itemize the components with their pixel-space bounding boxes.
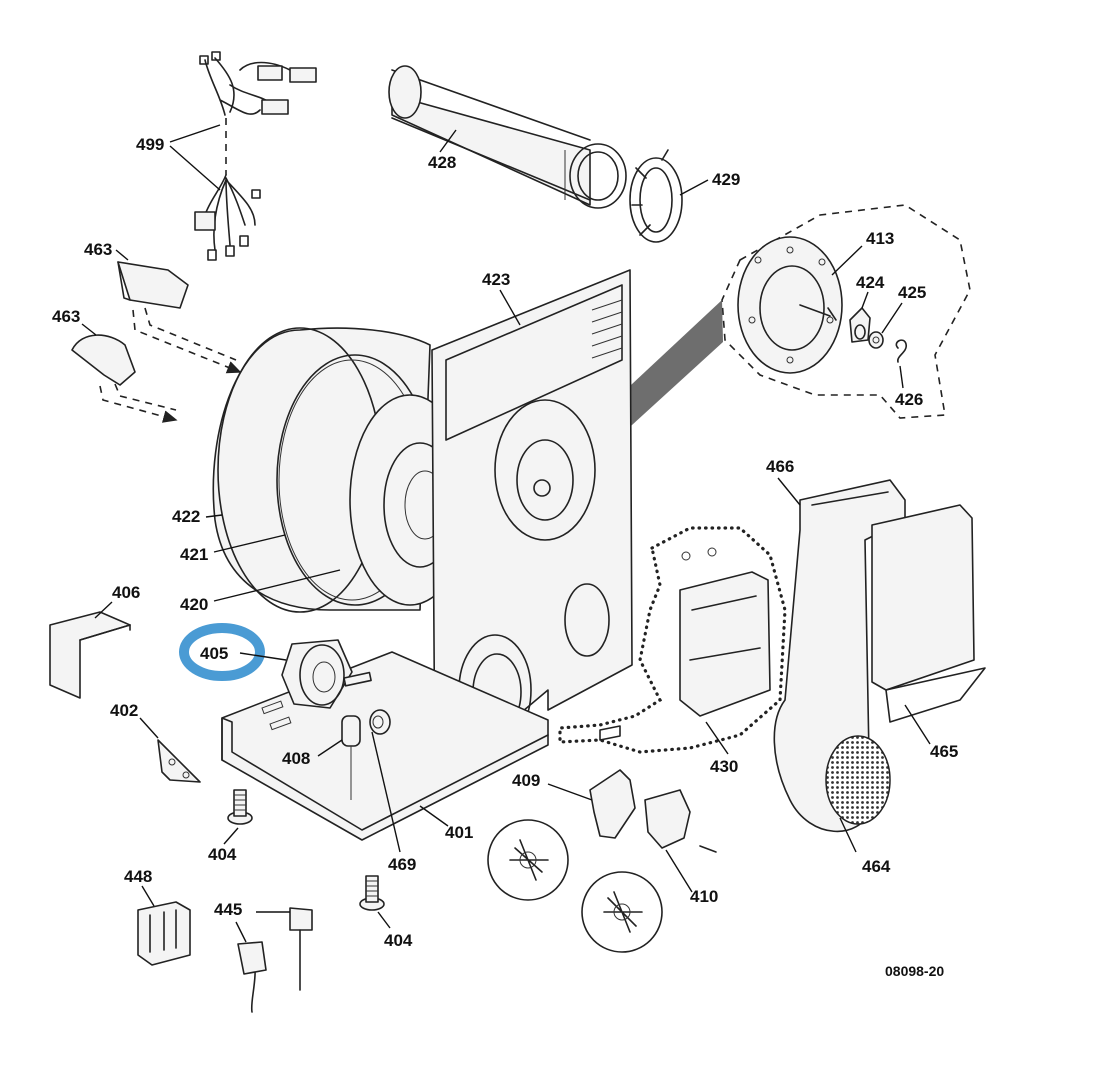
diagram-code: 08098-20 [885,963,944,979]
duct-cover-465[interactable] [871,504,986,723]
part-number-405: 405 [200,644,228,663]
motor-405[interactable] [281,639,372,709]
foot-404-right[interactable] [359,875,385,911]
fan-grille-464[interactable] [825,735,891,825]
terminal-block-448[interactable] [137,901,191,966]
highlight-405: 405 [179,623,287,681]
part-number-499: 499 [136,135,164,154]
clip-426[interactable] [895,339,907,363]
part-number-424: 424 [856,273,885,292]
part-number-404-right: 404 [384,931,413,950]
part-number-401: 401 [445,823,473,842]
cover-406[interactable] [49,611,131,699]
part-number-421: 421 [180,545,208,564]
part-number-464: 464 [862,857,891,876]
part-number-426: 426 [895,390,923,409]
part-number-466: 466 [766,457,794,476]
part-number-423: 423 [482,270,510,289]
power-cord-445[interactable] [237,907,313,1013]
foot-404-left[interactable] [227,789,253,825]
part-number-404-left: 404 [208,845,237,864]
part-number-420: 420 [180,595,208,614]
part-number-410: 410 [690,887,718,906]
bearing-424[interactable] [849,307,871,343]
part-number-463-upper: 463 [84,240,112,259]
heater-bracket-430[interactable] [599,547,771,741]
part-number-448: 448 [124,867,152,886]
bracket-402[interactable] [157,739,201,783]
bearing-plate-413[interactable] [737,236,843,374]
part-number-409: 409 [512,771,540,790]
part-number-408: 408 [282,749,310,768]
part-number-413: 413 [866,229,894,248]
part-number-430: 430 [710,757,738,776]
bracket-463-lower[interactable] [71,334,136,386]
capacitor-408[interactable] [341,715,361,800]
clamp-ring-429[interactable] [629,149,683,243]
label-499: 499 [136,124,221,191]
part-number-463-lower: 463 [52,307,80,326]
pulley-469[interactable] [369,709,391,735]
part-number-465: 465 [930,742,958,761]
bracket-463-upper[interactable] [117,261,189,309]
part-number-425: 425 [898,283,926,302]
part-number-445: 445 [214,900,242,919]
part-number-402: 402 [110,701,138,720]
wheel-410[interactable] [581,789,717,953]
part-number-429: 429 [712,170,740,189]
wiring-harness-499[interactable] [194,51,317,261]
nut-425[interactable] [868,331,884,349]
duct-tube-428[interactable] [388,65,627,209]
part-number-406: 406 [112,583,140,602]
part-number-469: 469 [388,855,416,874]
wheel-409[interactable] [487,769,636,901]
part-number-428: 428 [428,153,456,172]
part-number-422: 422 [172,507,200,526]
